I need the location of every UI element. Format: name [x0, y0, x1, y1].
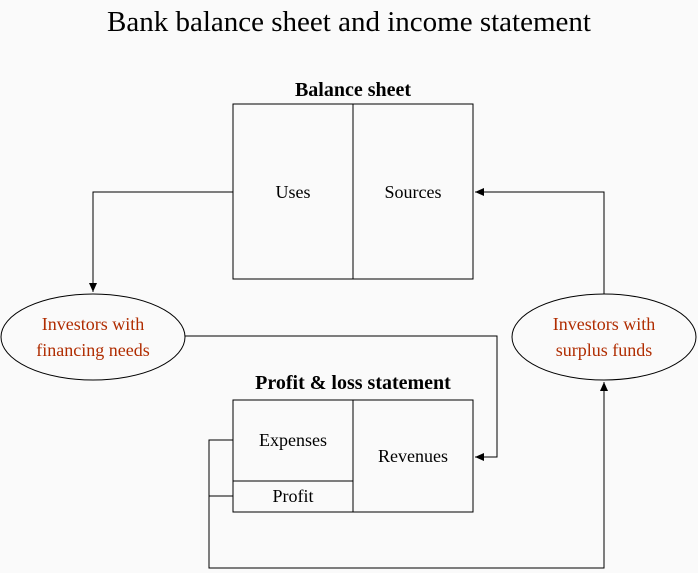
arrow-financing-to-revenues [185, 335, 498, 461]
arrow-uses-to-financing [89, 191, 233, 292]
expenses-label: Expenses [259, 430, 327, 450]
arrow-profit-to-surplus [208, 382, 608, 569]
sources-label: Sources [384, 182, 442, 202]
investors-surplus-line1: Investors with [552, 314, 656, 334]
investors-surplus-label: Investors with surplus funds [512, 311, 696, 363]
arrow-surplus-to-sources [475, 188, 605, 294]
balance-sheet-heading: Balance sheet [294, 79, 412, 101]
investors-financing-label: Investors with financing needs [1, 311, 185, 363]
revenues-label: Revenues [378, 446, 448, 466]
investors-financing-oval [0, 293, 186, 381]
investors-financing-line2: financing needs [36, 340, 150, 360]
profit-loss-heading: Profit & loss statement [255, 372, 451, 394]
investors-surplus-line2: surplus funds [555, 340, 653, 360]
uses-label: Uses [275, 182, 311, 202]
diagram-title: Bank balance sheet and income statement [107, 6, 591, 38]
profit-label: Profit [272, 486, 314, 506]
expenses-bracket [208, 439, 233, 497]
investors-financing-line1: Investors with [41, 314, 145, 334]
